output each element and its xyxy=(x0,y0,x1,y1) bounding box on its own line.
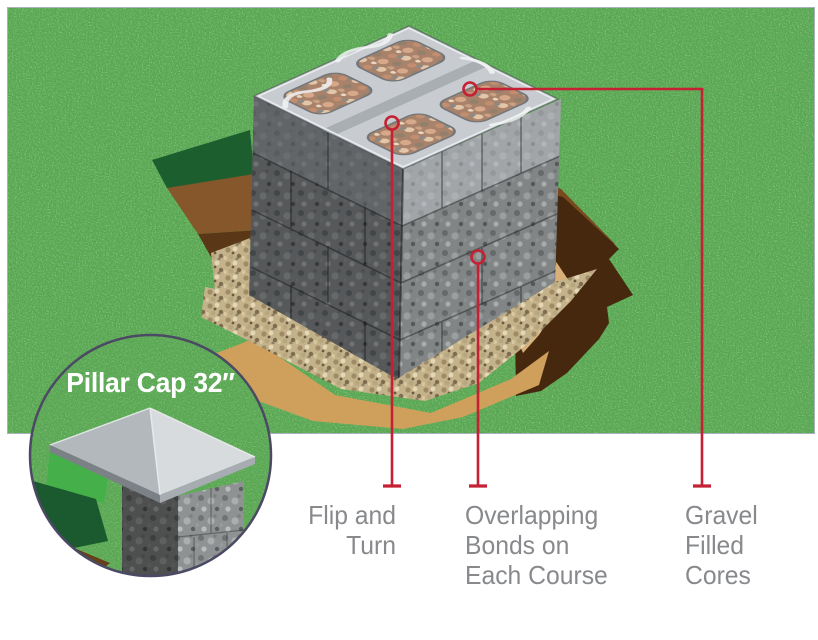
label-line: Flip and xyxy=(308,500,396,530)
inset-pillar-cap xyxy=(49,407,256,503)
callout-label-flip-and-turn: Flip and Turn xyxy=(236,500,396,560)
callout-label-gravel-filled-cores: Gravel Filled Cores xyxy=(685,500,815,590)
inset-title: Pillar Cap 32″ xyxy=(66,367,235,398)
label-line: Bonds on xyxy=(465,530,570,560)
label-line: Overlapping xyxy=(465,500,599,530)
label-line: Turn xyxy=(346,530,396,560)
pillar-cap-scene xyxy=(28,333,273,578)
label-line: Each Course xyxy=(465,560,608,590)
label-line: Gravel xyxy=(685,500,758,530)
inset-ring xyxy=(28,333,273,578)
label-line: Cores xyxy=(685,560,751,590)
callout-label-overlapping-bonds: Overlapping Bonds on Each Course xyxy=(465,500,685,590)
label-line: Filled xyxy=(685,530,745,560)
pillar-cap-inset: Pillar Cap 32″ xyxy=(28,333,273,578)
